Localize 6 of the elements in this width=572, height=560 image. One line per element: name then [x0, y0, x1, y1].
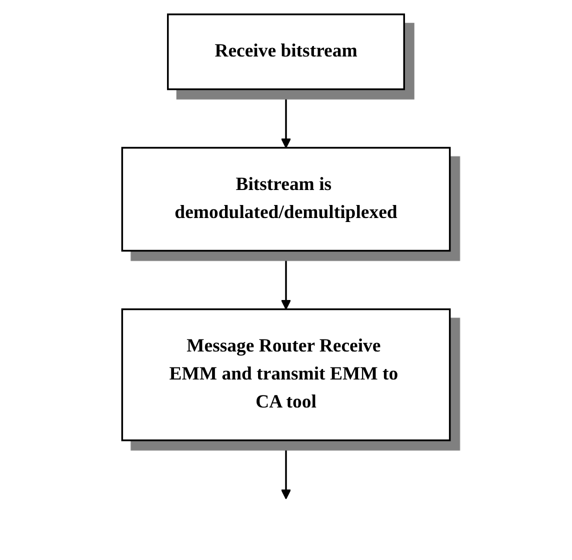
node-box: Bitstream is demodulated/demultiplexed [121, 146, 451, 252]
node-box: Receive bitstream [167, 13, 405, 90]
arrow [280, 250, 292, 310]
arrow [280, 89, 292, 148]
arrow [280, 440, 292, 500]
node-box: Message Router Receive EMM and transmit EMM to CA tool [121, 308, 451, 442]
